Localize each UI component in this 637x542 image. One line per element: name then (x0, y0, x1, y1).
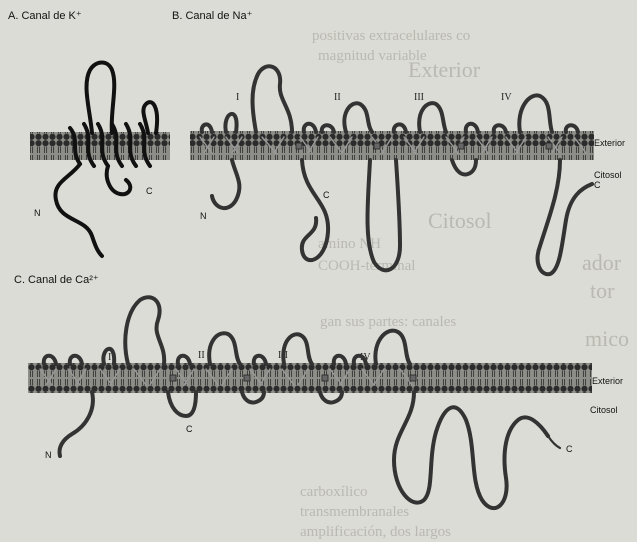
ca-n-terminus-tail (60, 392, 93, 456)
bleed-text-line-5: gan sus partes: canales (320, 314, 456, 330)
k-c-terminus-tail (107, 166, 131, 194)
bleed-text-line-2: positivas extracelulares co (312, 28, 470, 44)
na-loop-I-large (253, 66, 293, 132)
k-n-label: N (34, 208, 41, 218)
na-domain-I-label: I (236, 92, 239, 103)
bleed-text-ador: ador (582, 250, 622, 275)
k-c-label: C (146, 186, 153, 196)
na-c-label: C (594, 180, 601, 190)
na-intracellular-loop-III-IV (452, 160, 476, 174)
ca-s4-marker-1 (170, 375, 176, 381)
na-domain-III-label: III (414, 92, 424, 103)
na-domain-IV-label: IV (501, 92, 512, 103)
panel-a-title: A. Canal de K⁺ (8, 10, 82, 22)
ca-c-label-inner: C (186, 424, 193, 434)
ca-c-label: C (566, 444, 573, 454)
na-loop-IV (519, 95, 552, 132)
ca-s4-marker-4 (410, 375, 416, 381)
na-domain-II-label: II (334, 92, 341, 103)
ca-small-turns-ext (44, 356, 366, 364)
ca-loop-I-large (125, 297, 164, 364)
k-extracellular-loop-2 (143, 102, 157, 133)
bleed-text-citosol: Citosol (428, 208, 492, 233)
panel-b-title: B. Canal de Na⁺ (172, 10, 253, 22)
bleed-text-line-1: magnitud variable (318, 48, 427, 64)
na-intracellular-loop-I-II (302, 160, 328, 260)
na-n-terminus-tail (212, 160, 239, 208)
na-s4-marker-3 (458, 143, 464, 149)
ca-s4-marker-3 (322, 375, 328, 381)
ca-domain-I-label: I (108, 352, 111, 363)
ca-intracellular-loop-II-III (242, 392, 264, 403)
ca-c-terminus-large (394, 392, 548, 508)
label-citosol-c: Citosol (590, 405, 618, 415)
ca-domain-II-label: II (198, 350, 205, 361)
ca-n-label: N (45, 450, 52, 460)
na-intracellular-loop-II-III (368, 160, 401, 270)
bleed-text-line-8: amplificación, dos largos (300, 524, 451, 540)
panel-c-ca-channel: C. Canal de Ca²⁺ Exterior Citosol I II I… (14, 274, 623, 508)
k-extracellular-loop (87, 63, 115, 134)
ca-loop-IV (375, 331, 410, 364)
na-n-label: N (200, 211, 207, 221)
k-n-terminus-tail (55, 164, 102, 256)
bleed-text-line-7: transmembranales (300, 504, 409, 520)
na-s4-marker-1 (296, 143, 302, 149)
membrane-a (30, 132, 170, 160)
ca-intracellular-loop-I-II (168, 392, 196, 416)
ca-intracellular-loop-III-IV (320, 392, 342, 403)
ca-c-terminus-tail (548, 436, 560, 448)
bleed-text-tor: tor (590, 278, 615, 303)
label-exterior-b: Exterior (594, 138, 625, 148)
label-exterior-c: Exterior (592, 376, 623, 386)
na-s4-marker-4 (546, 143, 552, 149)
panel-c-title: C. Canal de Ca²⁺ (14, 274, 99, 286)
bleed-text-mico: mico (585, 326, 629, 351)
na-s4-marker-2 (374, 143, 380, 149)
membrane-b (190, 131, 594, 160)
bleed-text-line-6: carboxílico (300, 484, 367, 500)
na-loop-III (419, 103, 446, 132)
panel-a-k-channel: A. Canal de K⁺ N C (8, 10, 170, 256)
ca-loop-II (209, 333, 240, 364)
na-loop-II (344, 103, 372, 132)
membrane-c (28, 363, 592, 393)
label-citosol-b: Citosol (594, 170, 622, 180)
na-c-label-inner: C (323, 190, 330, 200)
na-loop-I-small (225, 114, 236, 132)
bleed-text-line-4: COOH-terminal (318, 258, 415, 274)
ca-s4-marker-2 (244, 375, 250, 381)
